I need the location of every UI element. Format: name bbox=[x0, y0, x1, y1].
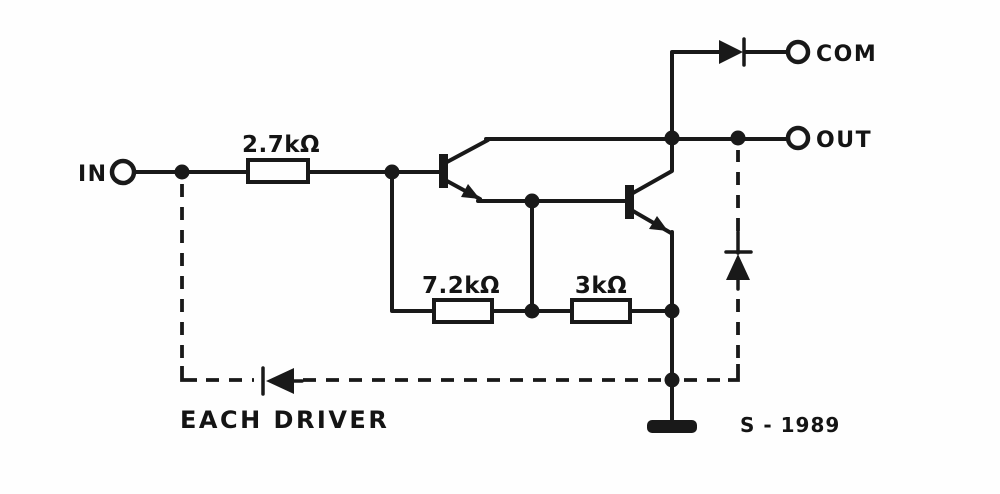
junction-dot bbox=[664, 130, 680, 146]
transistor-q1 bbox=[439, 154, 480, 199]
junction-dot bbox=[524, 303, 540, 319]
junction-dots bbox=[174, 130, 746, 388]
wire-to-com-diode bbox=[670, 50, 722, 140]
dashed-left-corner bbox=[180, 366, 197, 382]
wire-q1-collector-diagonal bbox=[445, 138, 490, 164]
transistor-q2 bbox=[625, 185, 668, 231]
junction-dot bbox=[384, 164, 400, 180]
com-terminal-circle bbox=[785, 39, 811, 65]
resistor-input-2k7 bbox=[246, 158, 310, 184]
junction-dot bbox=[524, 193, 540, 209]
each-driver-caption: EACH DRIVER bbox=[180, 406, 389, 434]
junction-dot bbox=[664, 303, 680, 319]
resistor-base-7k2 bbox=[432, 298, 494, 324]
resistor-7k2-label: 7.2kΩ bbox=[422, 273, 500, 299]
diode-com-clamp bbox=[719, 37, 746, 67]
diode-each-driver bbox=[261, 366, 304, 396]
resistor-body bbox=[432, 298, 494, 324]
emitter-arrow bbox=[649, 216, 668, 231]
out-terminal-label: OUT bbox=[816, 128, 872, 153]
wire-to-r2 bbox=[390, 170, 436, 313]
ground-symbol bbox=[647, 420, 697, 433]
diode-triangle bbox=[726, 254, 750, 280]
resistor-emitter-3k bbox=[570, 298, 632, 324]
emitter-arrow bbox=[461, 184, 480, 199]
resistor-body bbox=[246, 158, 310, 184]
figure-number: S - 1989 bbox=[740, 413, 840, 437]
in-terminal-circle bbox=[109, 158, 137, 186]
wire-q2-collector bbox=[631, 136, 674, 195]
ground-bar bbox=[647, 420, 697, 433]
resistor-3k-label: 3kΩ bbox=[575, 273, 627, 299]
resistor-body bbox=[570, 298, 632, 324]
transistor-base-bar bbox=[439, 154, 448, 188]
junction-dot bbox=[174, 164, 190, 180]
dashed-boundary bbox=[180, 150, 740, 382]
junction-dot bbox=[664, 372, 680, 388]
in-terminal-label: IN bbox=[78, 162, 108, 187]
dashed-right-corner bbox=[728, 364, 740, 382]
resistor-2k7-label: 2.7kΩ bbox=[242, 132, 320, 158]
com-terminal-label: COM bbox=[816, 42, 877, 67]
diode-triangle bbox=[266, 368, 294, 394]
diode-output-freewheel bbox=[724, 230, 753, 291]
junction-dot bbox=[730, 130, 746, 146]
out-terminal-circle bbox=[785, 125, 811, 151]
diode-triangle bbox=[719, 40, 743, 64]
wires bbox=[132, 50, 791, 422]
transistor-base-bar bbox=[625, 185, 634, 219]
